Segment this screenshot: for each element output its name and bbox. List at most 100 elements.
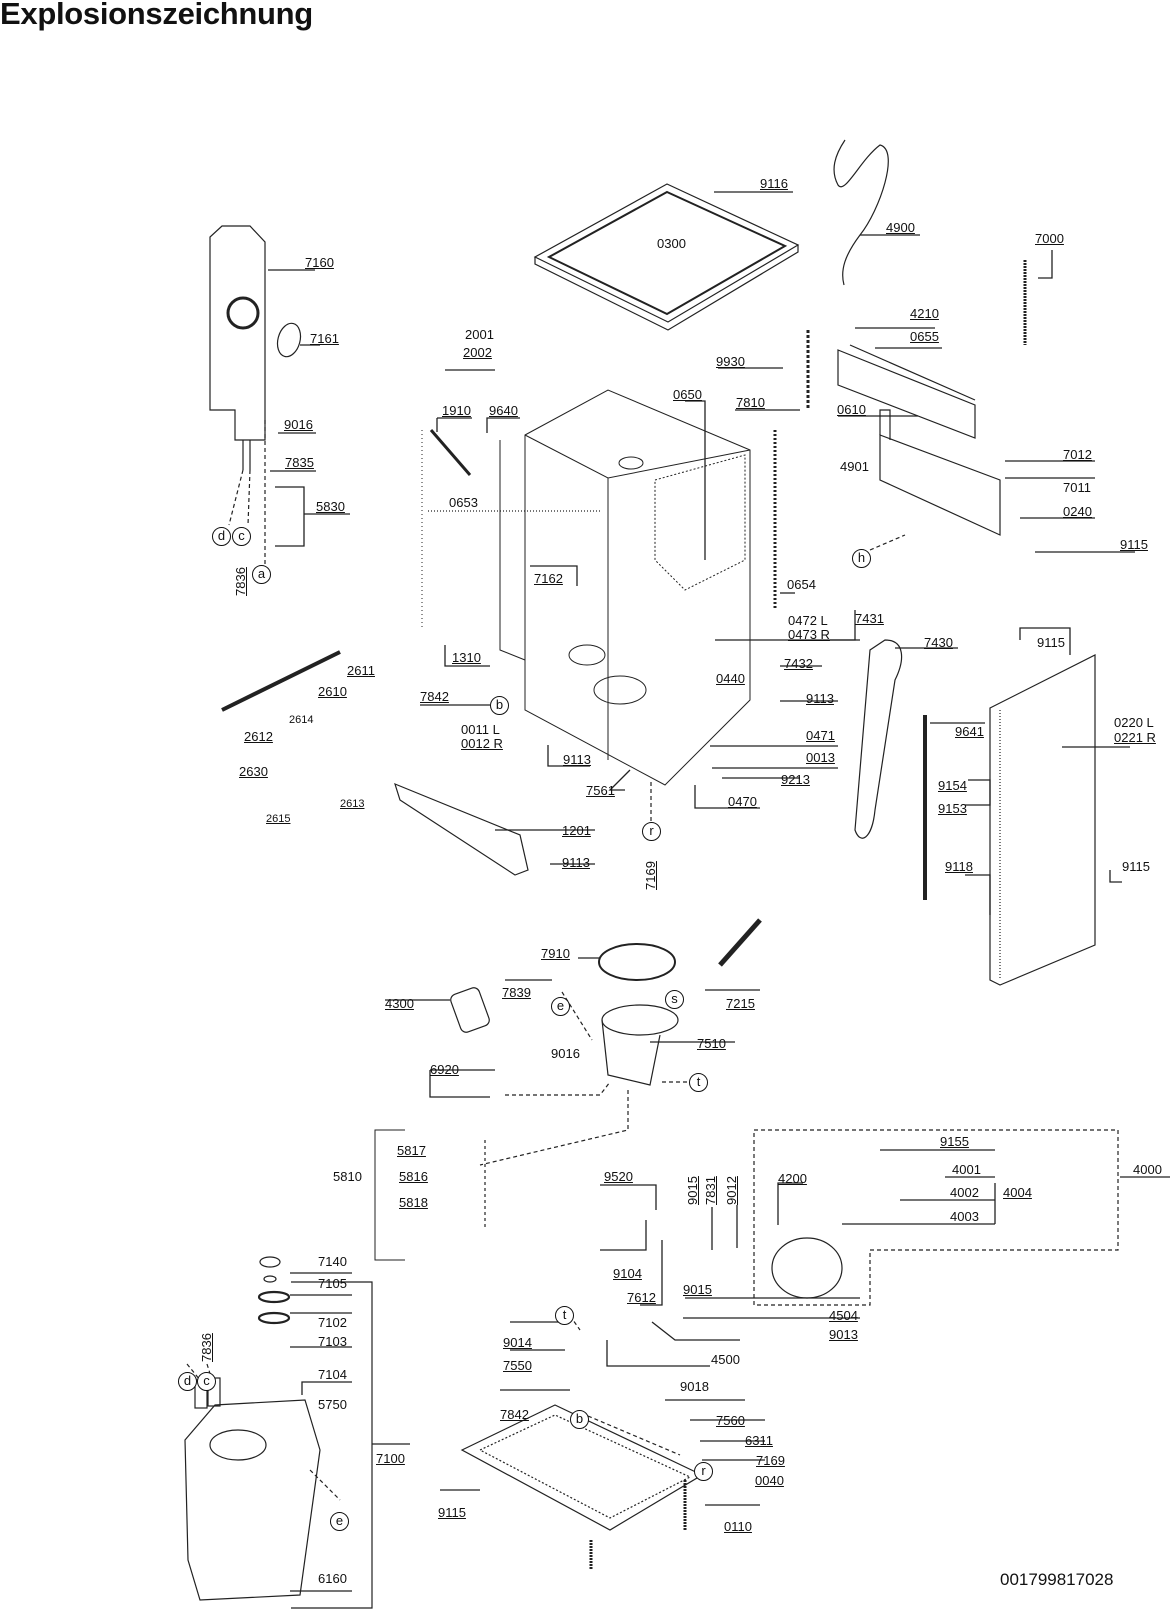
page-title: Explosionszeichnung (0, 0, 313, 31)
part-label-4500: 4500 (711, 1352, 740, 1367)
part-label-0110: 0110 (724, 1519, 752, 1534)
part-label-9113: 9113 (806, 691, 834, 706)
connector-marker-d: d (178, 1372, 197, 1391)
part-label-5830: 5830 (316, 499, 345, 514)
part-label-7831: 7831 (703, 1176, 718, 1205)
part-label-0471: 0471 (806, 728, 835, 743)
part-label-9115: 9115 (438, 1505, 466, 1520)
part-label-7835: 7835 (285, 455, 314, 470)
part-label-7842: 7842 (420, 689, 449, 704)
part-label-2002: 2002 (463, 345, 492, 360)
part-label-9018: 9018 (680, 1379, 709, 1394)
part-label-5816: 5816 (399, 1169, 428, 1184)
part-label-4300: 4300 (385, 996, 414, 1011)
part-label-9015: 9015 (683, 1282, 712, 1297)
connector-marker-b: b (490, 696, 509, 715)
part-label-1310: 1310 (452, 650, 481, 665)
connector-marker-e: e (330, 1512, 349, 1531)
part-label-7000: 7000 (1035, 231, 1064, 246)
part-label-7102: 7102 (318, 1315, 347, 1330)
part-label-4004: 4004 (1003, 1185, 1032, 1200)
part-label-9640: 9640 (489, 403, 518, 418)
drain-pump-part (771, 1237, 843, 1299)
part-label-9012: 9012 (724, 1176, 739, 1205)
connector-marker-r: r (642, 822, 661, 841)
side-module-part (209, 225, 266, 470)
connector-marker-r: r (694, 1462, 713, 1481)
part-label-9520: 9520 (604, 1169, 633, 1184)
pump-heater-part (450, 987, 490, 1033)
part-label-0470: 0470 (728, 794, 757, 809)
part-label-5817: 5817 (397, 1143, 426, 1158)
rail-part (221, 650, 341, 712)
document-number: 001799817028 (1000, 1570, 1114, 1589)
part-label-6920: 6920 (430, 1062, 459, 1077)
part-label-0220-l: 0220 L (1114, 715, 1154, 730)
part-label-9213: 9213 (781, 772, 810, 787)
part-label-4901: 4901 (840, 459, 869, 474)
part-label-4001: 4001 (952, 1162, 981, 1177)
part-label-5818: 5818 (399, 1195, 428, 1210)
connector-marker-c: c (232, 527, 251, 546)
part-label-7842: 7842 (500, 1407, 529, 1422)
part-label-0650: 0650 (673, 387, 702, 402)
connector-marker-a: a (252, 565, 271, 584)
part-label-7011: 7011 (1063, 480, 1091, 495)
part-label-2614: 2614 (289, 714, 314, 726)
part-label-7169: 7169 (643, 861, 658, 890)
part-label-6311: 6311 (745, 1433, 773, 1448)
part-label-7550: 7550 (503, 1358, 532, 1373)
connector-marker-e: e (551, 997, 570, 1016)
part-label-0653: 0653 (449, 495, 478, 510)
part-label-0654: 0654 (787, 577, 816, 592)
part-label-2630: 2630 (239, 764, 268, 779)
part-label-9116: 9116 (760, 176, 788, 191)
control-panel-part (837, 344, 976, 439)
part-label-9016: 9016 (284, 417, 313, 432)
part-label-9104: 9104 (613, 1266, 642, 1281)
part-label-4504: 4504 (829, 1308, 858, 1323)
gasket-ring-part (276, 322, 302, 358)
part-label-9113: 9113 (563, 752, 591, 767)
part-label-4210: 4210 (910, 306, 939, 321)
connector-marker-d: d (212, 527, 231, 546)
worktop-part (533, 183, 800, 331)
part-label-7836: 7836 (233, 567, 248, 596)
cable-part (833, 139, 889, 286)
part-label-7510: 7510 (697, 1036, 726, 1051)
part-label-6160: 6160 (318, 1571, 347, 1586)
part-label-4900: 4900 (886, 220, 915, 235)
part-label-7100: 7100 (376, 1451, 405, 1466)
part-label-7140: 7140 (318, 1254, 347, 1269)
plinth-part (394, 782, 529, 876)
part-label-2610: 2610 (318, 684, 347, 699)
part-label-9115: 9115 (1037, 635, 1065, 650)
part-label-2612: 2612 (244, 729, 273, 744)
connector-marker-h: h (852, 549, 871, 568)
part-label-7560: 7560 (716, 1413, 745, 1428)
connector-marker-b: b (570, 1410, 589, 1429)
part-label-7215: 7215 (726, 996, 755, 1011)
seal-ring-part (598, 943, 676, 981)
part-label-7839: 7839 (502, 985, 531, 1000)
part-label-5810: 5810 (333, 1169, 362, 1184)
connector-marker-t: t (555, 1306, 574, 1325)
part-label-7161: 7161 (310, 331, 339, 346)
part-label-4200: 4200 (778, 1171, 807, 1186)
part-label-7160: 7160 (305, 255, 334, 270)
part-label-4000: 4000 (1133, 1162, 1162, 1177)
part-label-7836: 7836 (199, 1333, 214, 1362)
tub-frame-part (421, 389, 777, 786)
part-label-9015: 9015 (685, 1176, 700, 1205)
part-label-7612: 7612 (627, 1290, 656, 1305)
part-label-0011-l: 0011 L (461, 722, 500, 737)
part-label-0440: 0440 (716, 671, 745, 686)
part-label-9115: 9115 (1122, 859, 1150, 874)
part-label-5750: 5750 (318, 1397, 347, 1412)
part-label-9113: 9113 (562, 855, 590, 870)
part-label-7561: 7561 (586, 783, 615, 798)
part-label-0472-l: 0472 L (788, 613, 828, 628)
part-label-1910: 1910 (442, 403, 471, 418)
part-label-7431: 7431 (855, 611, 884, 626)
part-label-0473-r: 0473 R (788, 627, 830, 642)
